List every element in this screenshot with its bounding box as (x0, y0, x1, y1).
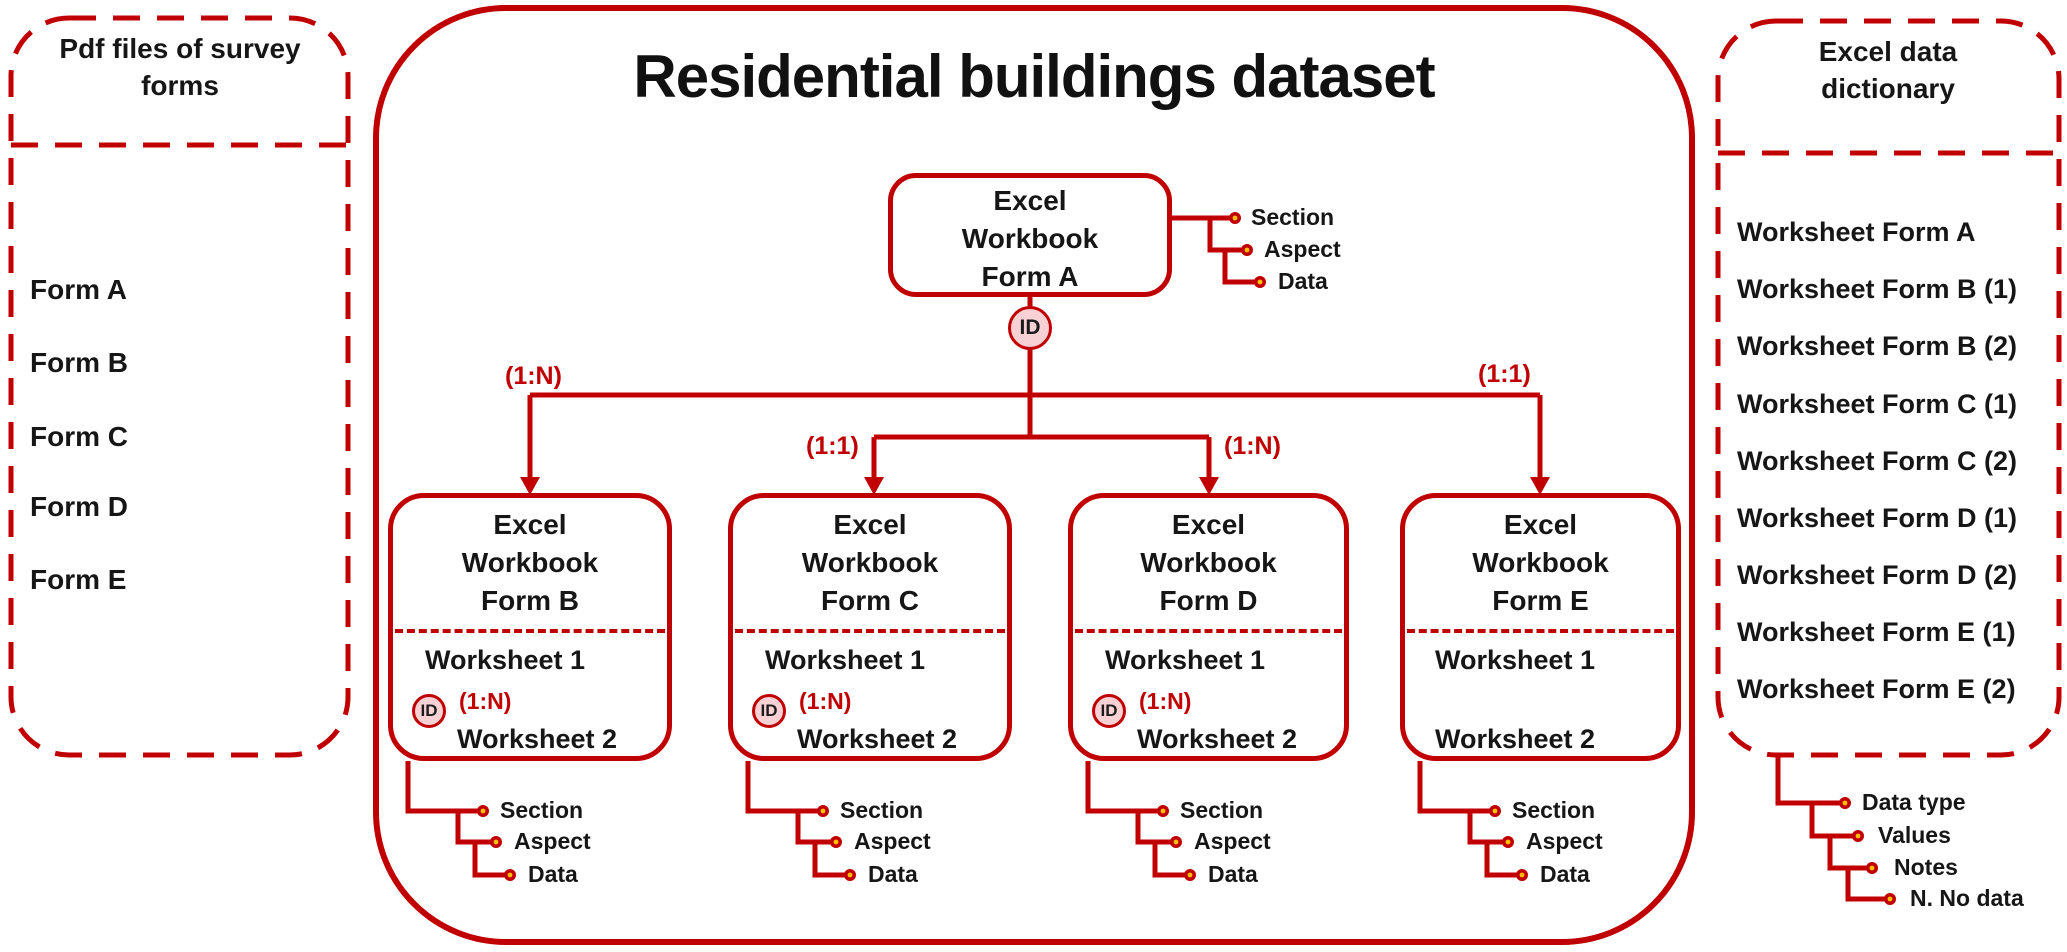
worksheet-1-form-b: Worksheet 1 (425, 645, 586, 675)
pdf-panel-title: Pdf files of survey forms (59, 33, 301, 101)
dictionary-panel-title: Excel data dictionary (1818, 36, 1958, 104)
worksheet-2-form-d: Worksheet 2 (1137, 724, 1298, 754)
pdf-panel-border (8, 15, 351, 758)
worksheet-1-form-c: Worksheet 1 (765, 645, 926, 675)
dict-item-b2: Worksheet Form B (2) (1737, 331, 2018, 361)
workbook-separator (1407, 629, 1674, 633)
workbook-separator (735, 629, 1005, 633)
id-badge-form-b: ID (412, 694, 446, 728)
sheet-relation-form-d: (1:N) (1139, 688, 1192, 714)
attr-section-b: Section (500, 797, 584, 823)
attr-data-root: Data (1278, 268, 1328, 294)
pdf-form-c: Form C (30, 421, 128, 452)
dict-item-d1: Worksheet Form D (1) (1737, 503, 2018, 533)
attr-no-data: N. No data (1910, 885, 2024, 911)
attr-section-e: Section (1512, 797, 1596, 823)
id-badge-form-c: ID (752, 694, 786, 728)
attr-notes: Notes (1894, 854, 1958, 880)
worksheet-1-form-d: Worksheet 1 (1105, 645, 1266, 675)
workbook-label-form-d: Excel Workbook Form D (1140, 509, 1277, 616)
dict-item-d2: Worksheet Form D (2) (1737, 560, 2018, 590)
sheet-relation-form-c: (1:N) (799, 688, 852, 714)
relation-label-e: (1:1) (1478, 360, 1531, 388)
worksheet-2-form-b: Worksheet 2 (457, 724, 618, 754)
relation-label-c: (1:1) (806, 432, 859, 460)
attr-aspect-b: Aspect (514, 828, 591, 854)
pdf-form-d: Form D (30, 491, 128, 522)
pdf-form-e: Form E (30, 564, 127, 595)
arrowheads (520, 477, 1550, 495)
attr-data-type: Data type (1862, 789, 1966, 815)
dict-item-b1: Worksheet Form B (1) (1737, 274, 2018, 304)
workbook-separator (395, 629, 665, 633)
root-attribute-tree (1172, 215, 1260, 285)
sheet-relation-form-b: (1:N) (459, 688, 512, 714)
attr-aspect-e: Aspect (1526, 828, 1603, 854)
workbook-box-form-d: Excel Workbook Form D Worksheet 1 Worksh… (1068, 493, 1349, 761)
id-badge-form-d: ID (1092, 694, 1126, 728)
workbook-label-form-e: Excel Workbook Form E (1472, 509, 1609, 616)
attr-data-d: Data (1208, 861, 1258, 887)
attr-data-b: Data (528, 861, 578, 887)
relation-label-b: (1:N) (505, 362, 562, 390)
workbook-box-form-a: Excel Workbook Form A (888, 173, 1172, 297)
attr-section-c: Section (840, 797, 924, 823)
attr-aspect-root: Aspect (1264, 236, 1341, 262)
dict-item-a: Worksheet Form A (1737, 217, 1976, 247)
worksheet-2-form-e: Worksheet 2 (1435, 724, 1596, 754)
id-badge-form-a: ID (1008, 306, 1052, 350)
pdf-form-b: Form B (30, 347, 128, 378)
pdf-form-a: Form A (30, 274, 127, 305)
workbook-box-form-c: Excel Workbook Form C Worksheet 1 Worksh… (728, 493, 1012, 761)
attr-data-e: Data (1540, 861, 1590, 887)
worksheet-1-form-e: Worksheet 1 (1435, 645, 1596, 675)
attr-section-root: Section (1251, 204, 1335, 230)
attr-values: Values (1878, 822, 1951, 848)
relation-label-d: (1:N) (1224, 432, 1281, 460)
dictionary-attribute-tree (1775, 757, 1890, 902)
attr-section-d: Section (1180, 797, 1264, 823)
workbook-box-form-b: Excel Workbook Form B Worksheet 1 Worksh… (388, 493, 672, 761)
dict-item-c2: Worksheet Form C (2) (1737, 446, 2018, 476)
dict-item-c1: Worksheet Form C (1) (1737, 389, 2018, 419)
workbook-label-form-b: Excel Workbook Form B (461, 509, 599, 616)
worksheet-2-form-c: Worksheet 2 (797, 724, 958, 754)
workbook-box-form-e: Excel Workbook Form E Worksheet 1 Worksh… (1400, 493, 1681, 761)
dataset-title: Residential buildings dataset (633, 43, 1435, 110)
workbook-label-form-a: Excel Workbook Form A (961, 185, 1099, 292)
attr-aspect-c: Aspect (854, 828, 931, 854)
attr-aspect-d: Aspect (1194, 828, 1271, 854)
attr-data-c: Data (868, 861, 918, 887)
dict-item-e1: Worksheet Form E (1) (1737, 617, 2016, 647)
dict-item-e2: Worksheet Form E (2) (1737, 674, 2016, 704)
workbook-separator (1075, 629, 1342, 633)
workbook-label-form-c: Excel Workbook Form C (801, 509, 939, 616)
